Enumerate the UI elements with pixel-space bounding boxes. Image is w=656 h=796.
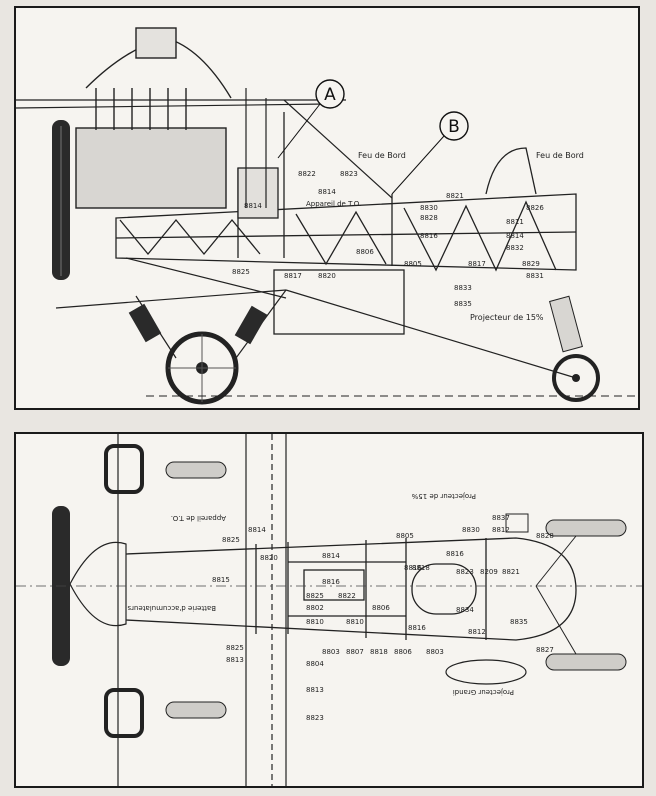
label-feu-de-bord-1: Feu de Bord	[358, 151, 406, 160]
plan-label-8825-b: 8825	[306, 592, 324, 600]
plan-label-8803-a: 8803	[322, 648, 340, 656]
propeller-side	[52, 120, 70, 280]
plan-label-8818-b: 8818	[370, 648, 388, 656]
side-labels: Feu de Bord Feu de Bord 8822 8823 8814 A…	[232, 151, 584, 322]
label-appareil-to: Appareil de T.O.	[306, 200, 361, 208]
label-8820: 8820	[318, 272, 336, 280]
plan-label-8825-a: 8825	[222, 536, 240, 544]
plan-label-8823-a: 8823	[456, 568, 474, 576]
plan-label-appareil-to: Appareil de T.O.	[171, 514, 226, 522]
side-elevation-svg: A B Feu de Bord Feu de Bord 8822 8823 88…	[16, 27, 638, 405]
label-8817-b: 8817	[284, 272, 302, 280]
plan-label-projecteur-15: Projecteur de 15%	[411, 492, 476, 500]
plan-label-8818-a: 8818	[412, 564, 430, 572]
under-box	[273, 269, 405, 335]
landing-gear-plan	[104, 444, 227, 738]
plan-label-8816-a: 8816	[404, 564, 422, 572]
plan-label-batterie: Batterie d'accumulateurs	[127, 604, 216, 612]
plan-label-8816-c: 8816	[322, 578, 340, 586]
plan-label-8813-b: 8813	[306, 686, 324, 694]
plan-label-8825-c: 8825	[226, 644, 244, 652]
plan-label-projecteur-grandi: Projecteur Grandi	[453, 688, 514, 696]
plan-label-8822: 8822	[338, 592, 356, 600]
plan-label-8812-a: 8812	[492, 526, 510, 534]
label-8831: 8831	[526, 272, 544, 280]
projecteur-15-shape	[505, 513, 529, 533]
label-8805: 8805	[404, 260, 422, 268]
plan-label-8810-b: 8810	[346, 618, 364, 626]
plan-view-svg: Appareil de T.O. 8814 8825 8805 8830 881…	[16, 434, 642, 786]
plan-label-8814-b: 8814	[322, 552, 340, 560]
nose-cowling	[69, 541, 127, 627]
plan-label-8803-b: 8803	[426, 648, 444, 656]
label-8826: 8826	[526, 204, 544, 212]
label-8832: 8832	[506, 244, 524, 252]
plan-view-drawing: Appareil de T.O. 8814 8825 8805 8830 881…	[14, 432, 644, 788]
plan-label-8815: 8815	[212, 576, 230, 584]
plan-label-8816-d: 8816	[408, 624, 426, 632]
callout-b: B	[391, 111, 469, 195]
label-8806: 8806	[356, 248, 374, 256]
plan-label-8828: 8828	[536, 532, 554, 540]
main-wheel	[165, 331, 239, 405]
plan-label-8806-b: 8806	[394, 648, 412, 656]
callout-b-letter: B	[448, 117, 460, 137]
side-elevation-drawing: A B Feu de Bord Feu de Bord 8822 8823 88…	[14, 6, 640, 410]
plan-label-8837: 8837	[492, 514, 510, 522]
upper-wing-line-2	[16, 103, 327, 109]
shock-absorbers	[128, 303, 268, 345]
plan-label-8813-a: 8813	[226, 656, 244, 664]
plan-label-8820: 8820	[260, 554, 278, 562]
callout-a-letter: A	[324, 85, 336, 105]
plan-label-8834: 8834	[456, 606, 474, 614]
plan-label-8802: 8802	[306, 604, 324, 612]
label-8829: 8829	[522, 260, 540, 268]
label-8828: 8828	[420, 214, 438, 222]
label-8816: 8816	[420, 232, 438, 240]
label-projecteur-15: Projecteur de 15%	[470, 313, 544, 322]
plan-labels: Appareil de T.O. 8814 8825 8805 8830 881…	[127, 492, 554, 722]
fuselage-plan	[125, 537, 577, 641]
struts	[55, 88, 577, 379]
label-8817-a: 8817	[468, 260, 486, 268]
cockpit-windscreen	[485, 147, 537, 195]
label-8823: 8823	[340, 170, 358, 178]
tail-wheel	[548, 295, 600, 402]
plan-label-8810-a: 8810	[306, 618, 324, 626]
label-8821: 8821	[446, 192, 464, 200]
label-feu-de-bord-2: Feu de Bord	[536, 151, 584, 160]
label-8814-c: 8814	[506, 232, 524, 240]
label-8814-a: 8814	[318, 188, 336, 196]
fuselage-side	[115, 112, 577, 272]
plan-label-8835: 8835	[510, 618, 528, 626]
label-8833: 8833	[454, 284, 472, 292]
plan-label-8816-b: 8816	[446, 550, 464, 558]
label-8825: 8825	[232, 268, 250, 276]
callout-a: A	[277, 79, 345, 159]
engine	[75, 27, 232, 209]
label-8811: 8811	[506, 218, 524, 226]
plan-label-8804: 8804	[306, 660, 324, 668]
plan-label-8812-b: 8812	[468, 628, 486, 636]
plan-label-8827: 8827	[536, 646, 554, 654]
plan-label-8821: 8821	[502, 568, 520, 576]
plan-label-8209: 8209	[480, 568, 498, 576]
plan-label-8814-a: 8814	[248, 526, 266, 534]
plan-label-8830: 8830	[462, 526, 480, 534]
label-8814-b: 8814	[244, 202, 262, 210]
plan-label-8805: 8805	[396, 532, 414, 540]
plan-label-8806-a: 8806	[372, 604, 390, 612]
projecteur-grandi-shape	[445, 659, 527, 685]
label-8835: 8835	[454, 300, 472, 308]
tail-wheels-plan	[535, 519, 627, 671]
label-8822: 8822	[298, 170, 316, 178]
plan-label-8823-b: 8823	[306, 714, 324, 722]
label-8830: 8830	[420, 204, 438, 212]
plan-label-8807: 8807	[346, 648, 364, 656]
